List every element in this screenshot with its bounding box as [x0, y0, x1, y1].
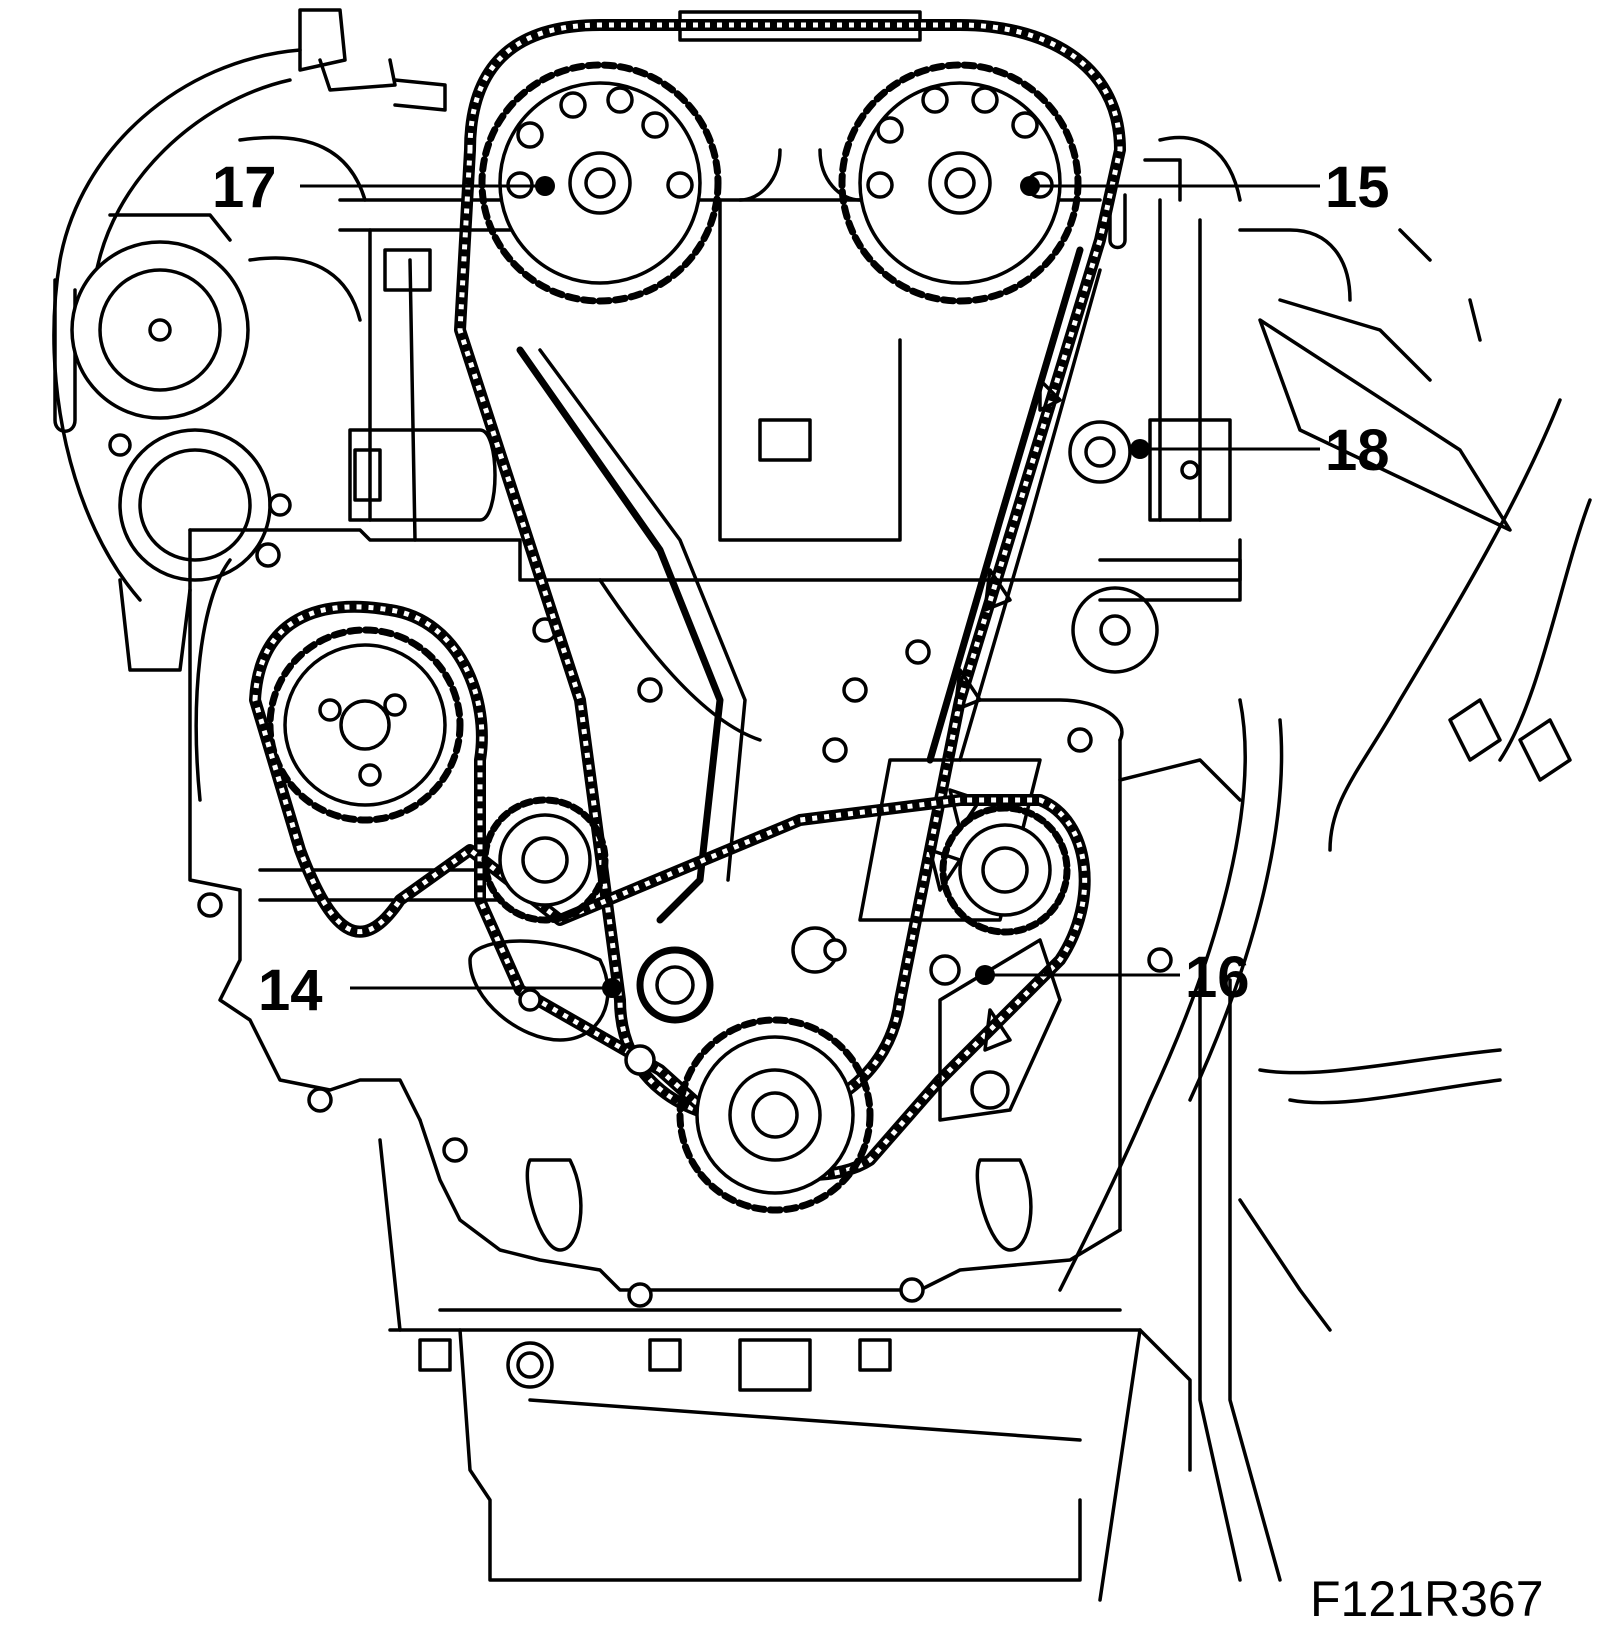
right-accessory-area — [1058, 135, 1592, 1582]
crankshaft-sprocket — [676, 926, 874, 1214]
oil-pan — [378, 1138, 1192, 1602]
lower-guide-right — [929, 938, 1062, 1122]
camshaft-sprocket-right — [838, 61, 1082, 305]
leader-dot-14 — [602, 978, 622, 998]
callout-15: 15 — [1325, 155, 1390, 220]
lower-chain-tensioner — [468, 939, 714, 1076]
callout-17: 17 — [212, 155, 277, 220]
left-accessory-housing — [52, 8, 447, 672]
front-cover — [188, 528, 1242, 1312]
leader-dot-16 — [975, 965, 995, 985]
leader-dot-18 — [1130, 439, 1150, 459]
callout-18: 18 — [1325, 418, 1390, 483]
camshaft-sprocket-left — [478, 61, 722, 305]
callout-14: 14 — [258, 958, 323, 1023]
balance-shaft-chain — [249, 600, 1091, 1181]
intermediate-sprocket — [481, 796, 609, 924]
balance-shaft-sprocket-right — [939, 804, 1071, 936]
chain-guides — [516, 246, 1102, 924]
leader-dot-15 — [1020, 176, 1040, 196]
callout-leaders — [300, 176, 1320, 998]
balance-shaft-sprocket — [266, 626, 464, 824]
callout-16: 16 — [1185, 945, 1250, 1010]
leader-dot-17 — [535, 176, 555, 196]
chain-tensioner-upper — [1068, 420, 1242, 674]
figure-code: F121R367 — [1310, 1571, 1544, 1627]
